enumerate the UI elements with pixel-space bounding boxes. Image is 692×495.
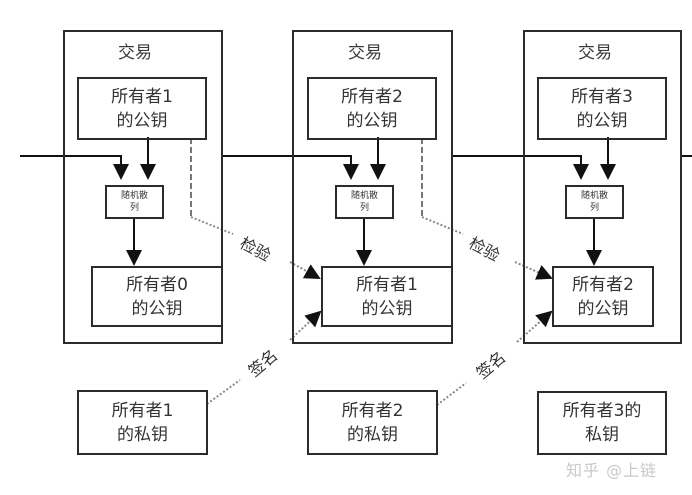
input-pubkey-box-2: 所有者2 的公钥: [307, 77, 437, 140]
chain-line-2: [222, 155, 359, 180]
output-pubkey-line2: 的公钥: [577, 298, 629, 319]
transaction-box-2: [292, 30, 453, 344]
transaction-title-2: 交易: [348, 43, 382, 63]
sign-connector-2: [436, 310, 553, 406]
transaction-title-1: 交易: [118, 43, 152, 63]
private-key-line2: 私钥: [585, 425, 619, 445]
verify-connector-2: [421, 138, 553, 280]
hash-label-line2: 列: [589, 203, 599, 213]
chain-line-3: [452, 155, 589, 180]
input-pubkey-box-1: 所有者1 的公钥: [77, 77, 207, 140]
private-key-line1: 所有者3的: [562, 401, 642, 421]
output-pubkey-box-2: 所有者1 的公钥: [321, 266, 453, 327]
transaction-title-3: 交易: [578, 43, 612, 63]
private-key-line2: 的私钥: [347, 424, 398, 445]
transaction-box-3: [523, 30, 682, 344]
hash-label-line1: 随机散: [580, 191, 608, 201]
hash-label-line2: 列: [359, 203, 369, 213]
private-key-line1: 所有者1: [111, 400, 174, 421]
input-pubkey-line2: 的公钥: [346, 110, 398, 131]
private-key-box-1: 所有者1 的私钥: [77, 390, 208, 455]
input-pubkey-line1: 所有者2: [341, 86, 403, 107]
hash-box-3: 随机散 列: [565, 185, 624, 219]
hash-label-line1: 随机散: [350, 191, 378, 201]
verify-connector-1: [190, 138, 321, 279]
input-pubkey-box-3: 所有者3 的公钥: [537, 77, 667, 140]
sign-connector-1: [206, 310, 322, 405]
output-pubkey-line1: 所有者0: [126, 274, 188, 295]
output-pubkey-line2: 的公钥: [131, 298, 183, 319]
output-pubkey-line2: 的公钥: [361, 298, 413, 319]
input-pubkey-line2: 的公钥: [116, 110, 168, 131]
private-key-box-3: 所有者3的 私钥: [537, 391, 667, 455]
input-pubkey-line1: 所有者1: [111, 86, 173, 107]
output-pubkey-box-1: 所有者0 的公钥: [91, 266, 223, 327]
output-pubkey-line1: 所有者2: [572, 274, 634, 295]
hash-label-line1: 随机散: [120, 191, 148, 201]
output-pubkey-box-3: 所有者2 的公钥: [552, 266, 654, 327]
watermark: 知乎 @上链: [566, 461, 658, 480]
input-pubkey-line1: 所有者3: [571, 86, 633, 107]
private-key-line2: 的私钥: [117, 424, 168, 445]
private-key-box-2: 所有者2 的私钥: [307, 390, 438, 455]
hash-box-1: 随机散 列: [105, 185, 164, 219]
transaction-box-1: [63, 30, 223, 344]
chain-line-1: [20, 155, 129, 180]
hash-box-2: 随机散 列: [335, 185, 394, 219]
private-key-line1: 所有者2: [341, 400, 404, 421]
input-pubkey-line2: 的公钥: [576, 110, 628, 131]
output-pubkey-line1: 所有者1: [356, 274, 418, 295]
hash-label-line2: 列: [129, 203, 139, 213]
